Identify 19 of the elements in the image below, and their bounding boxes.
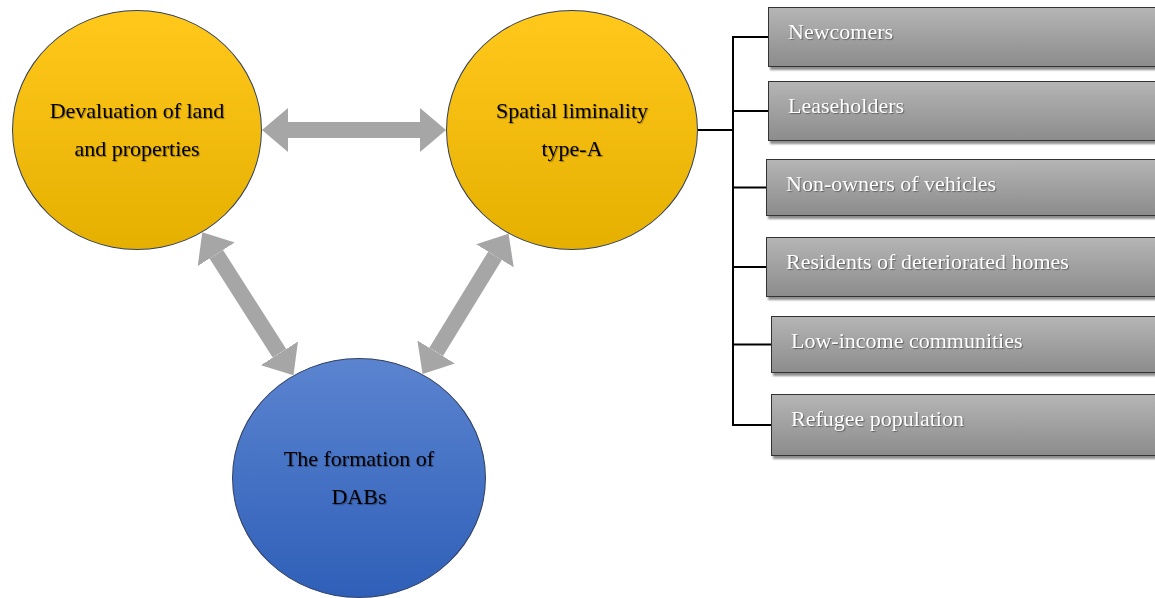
category-box — [768, 81, 1155, 141]
node-label: Spatial liminality type-A — [494, 97, 650, 163]
box-label: Residents of deteriorated homes — [786, 248, 1069, 276]
category-box — [771, 394, 1155, 456]
box-label: Low-income communities — [791, 327, 1023, 355]
category-box — [768, 7, 1155, 67]
node-label: The formation of DABs — [282, 445, 436, 511]
box-label: Refugee population — [791, 405, 964, 433]
box-label: Leaseholders — [788, 92, 905, 120]
double-arrow — [262, 108, 446, 152]
category-box — [766, 237, 1155, 297]
double-arrow — [417, 233, 514, 375]
box-label: Non-owners of vehicles — [786, 170, 997, 198]
double-arrow — [197, 232, 298, 376]
category-box — [766, 159, 1155, 216]
box-label: Newcomers — [788, 18, 894, 46]
category-box — [771, 316, 1155, 373]
node-label: Devaluation of land and properties — [48, 97, 226, 163]
connector-line — [697, 129, 772, 426]
